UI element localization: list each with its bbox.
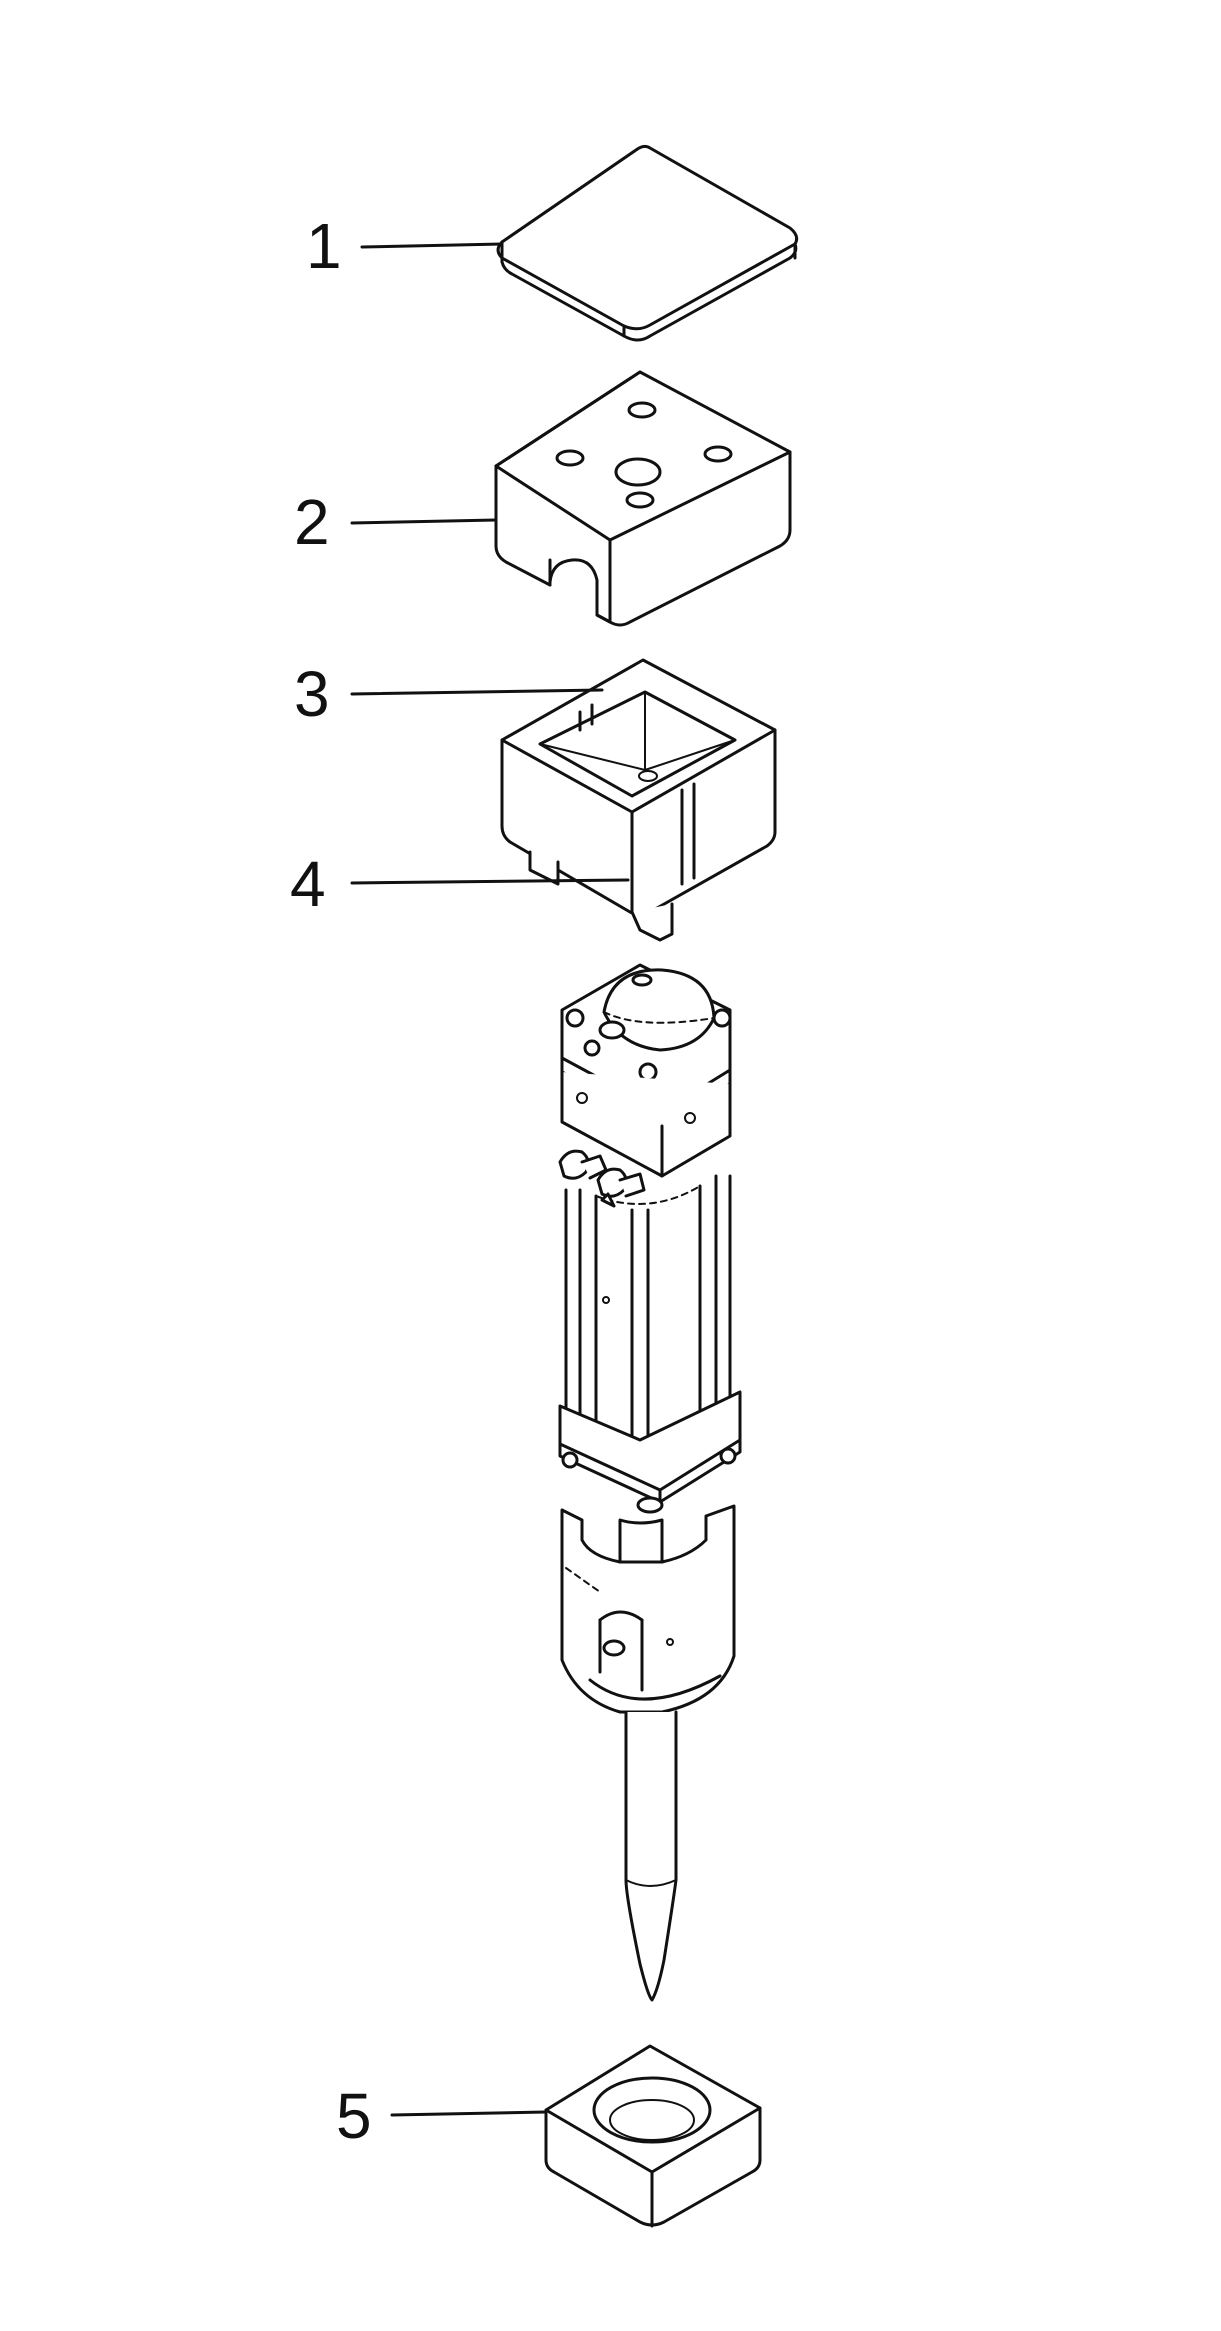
leader-line-3 [350,688,604,696]
callout-numbers: 1 2 3 4 5 [290,210,372,2152]
part-3-4-split-retainer [500,658,777,942]
leader-line-2 [350,518,498,525]
callout-5: 5 [336,2080,372,2152]
leader-line-4 [350,878,630,885]
callout-1: 1 [306,210,342,282]
part-1-top-plate [496,144,799,342]
main-tool-body [558,963,742,2002]
part-5-bottom-bushing [544,2044,762,2228]
part-2-upper-block [494,370,792,627]
callout-leaders [350,242,630,2117]
leader-line-1 [360,242,504,249]
callout-4: 4 [290,848,326,920]
callout-3: 3 [294,658,330,730]
callout-2: 2 [294,486,330,558]
leader-line-5 [390,2110,548,2117]
